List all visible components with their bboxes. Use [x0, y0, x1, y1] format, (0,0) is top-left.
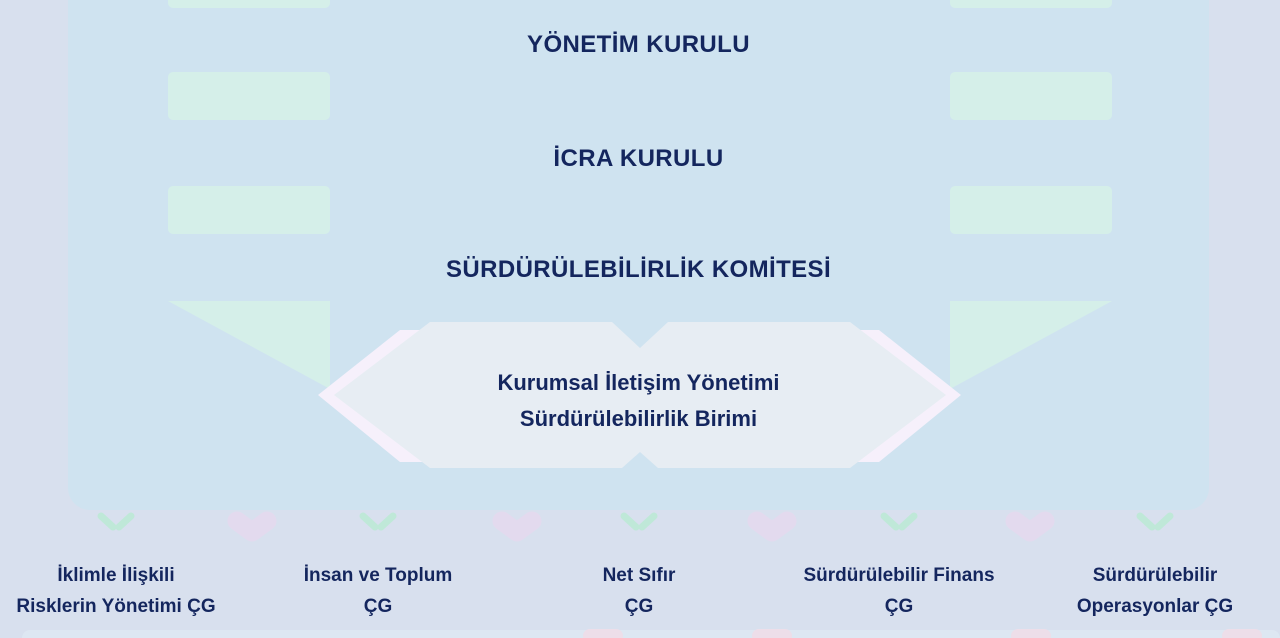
ribbon-chevron-icon — [747, 511, 797, 542]
level-board-of-directors: YÖNETİM KURULU — [527, 31, 750, 58]
level-executive-board: İCRA KURULU — [553, 145, 724, 172]
ribbon-chevron-icon — [492, 511, 542, 542]
working-group-label: ÇG — [624, 596, 654, 617]
side-box-left-2 — [168, 72, 330, 120]
working-group-label: Sürdürülebilir — [1092, 565, 1218, 586]
chevron-down-icon — [620, 512, 658, 531]
chevron-down-icon — [1136, 512, 1174, 531]
side-box-right-3 — [950, 186, 1112, 234]
ribbon-chevron-icon — [227, 511, 277, 542]
working-group-climate-risks: İklimle İlişkili Risklerin Yönetimi ÇG — [0, 560, 238, 622]
level-sustainability-committee: SÜRDÜRÜLEBİLİRLİK KOMİTESİ — [445, 256, 832, 283]
working-group-label: İklimle İlişkili — [57, 565, 175, 586]
chevron-down-icon — [97, 512, 135, 531]
working-group-label: Risklerin Yönetimi ÇG — [16, 596, 216, 617]
unit-banner-line1: Kurumsal İletişim Yönetimi — [497, 370, 780, 395]
side-box-right-1 — [950, 0, 1112, 8]
working-group-label: İnsan ve Toplum — [303, 565, 453, 586]
side-box-left-3 — [168, 186, 330, 234]
chevron-down-icon — [359, 512, 397, 531]
working-group-net-zero: Net Sıfır ÇG — [517, 560, 761, 622]
working-group-label: ÇG — [884, 596, 914, 617]
working-group-sustainable-finance: Sürdürülebilir Finans ÇG — [777, 560, 1021, 622]
chevron-down-icon — [880, 512, 918, 531]
working-group-people-society: İnsan ve Toplum ÇG — [256, 560, 500, 622]
ribbon-chevron-icon — [1005, 511, 1055, 542]
working-group-label: Operasyonlar ÇG — [1076, 596, 1234, 617]
next-section-edge — [22, 630, 1280, 638]
side-box-left-1 — [168, 0, 330, 8]
working-group-label: ÇG — [363, 596, 393, 617]
working-group-label: Net Sıfır — [602, 565, 676, 586]
working-group-label: Sürdürülebilir Finans — [803, 565, 995, 586]
working-group-sustainable-operations: Sürdürülebilir Operasyonlar ÇG — [1033, 560, 1277, 622]
side-box-right-2 — [950, 72, 1112, 120]
unit-banner-line2: Sürdürülebilirlik Birimi — [519, 406, 758, 431]
